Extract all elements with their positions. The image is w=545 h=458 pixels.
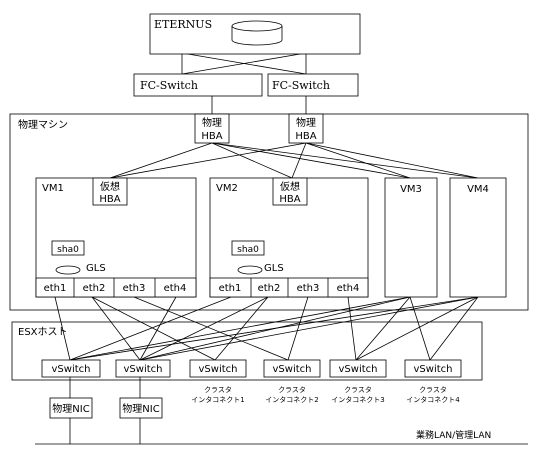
interconnect-label: クラスタ インタコネクト1 <box>191 385 244 404</box>
vswitch-label: vSwitch <box>52 364 91 375</box>
physical-nic-label: 物理NIC <box>52 402 89 415</box>
vswitch-label: vSwitch <box>339 364 378 375</box>
vm1-label: VM1 <box>42 183 64 194</box>
vhba-line1: 仮想 <box>100 180 120 193</box>
vm2: VM2 仮想 HBA sha0 GLS eth1 eth2 eth3 eth4 <box>209 177 369 298</box>
vswitch-label: vSwitch <box>124 364 163 375</box>
interconnect-line1: クラスタ <box>278 385 306 394</box>
interconnect-label: クラスタ インタコネクト3 <box>331 385 384 404</box>
vm1: VM1 仮想 HBA sha0 GLS eth1 eth2 eth3 eth4 <box>35 177 197 298</box>
eternus-label: ETERNUS <box>154 18 212 31</box>
eth-port: eth3 <box>123 283 146 294</box>
vswitch: vSwitch <box>189 359 247 378</box>
eth-row: eth1 eth2 eth3 eth4 <box>35 277 197 298</box>
physical-machine: 物理マシン <box>9 113 529 311</box>
esx-host: ESXホスト <box>11 321 483 381</box>
hba-line1: 物理 <box>296 116 316 129</box>
gls-label: GLS <box>86 263 106 274</box>
vhba-line2: HBA <box>99 194 120 205</box>
eth-port: eth1 <box>44 283 67 294</box>
connection-lines <box>35 52 528 445</box>
fc-switch-label: FC-Switch <box>272 79 330 92</box>
vswitch: vSwitch <box>115 359 171 378</box>
vm3: VM3 <box>384 177 438 298</box>
vswitch: vSwitch <box>263 359 321 378</box>
physical-machine-label: 物理マシン <box>18 118 68 131</box>
hba-line2: HBA <box>295 131 316 142</box>
interconnect-line2: インタコネクト1 <box>191 395 244 404</box>
eth-port: eth1 <box>219 283 242 294</box>
eth-port: eth4 <box>337 283 360 294</box>
vm4: VM4 <box>449 177 507 298</box>
eth-port: eth2 <box>83 283 106 294</box>
physical-nic: 物理NIC <box>49 397 93 419</box>
vswitch-label: vSwitch <box>199 364 238 375</box>
gls-redundancy: GLS <box>55 263 106 275</box>
interconnect-line1: クラスタ <box>204 385 232 394</box>
vm3-label: VM3 <box>400 184 422 195</box>
vswitch: vSwitch <box>329 359 387 378</box>
vm2-label: VM2 <box>216 183 238 194</box>
sha0-label: sha0 <box>237 245 259 255</box>
fc-switch: FC-Switch <box>133 73 263 97</box>
fc-switch: FC-Switch <box>267 73 359 97</box>
eth-row: eth1 eth2 eth3 eth4 <box>209 277 369 298</box>
physical-hba: 物理 HBA <box>194 113 230 144</box>
interconnect-line2: インタコネクト4 <box>406 395 460 404</box>
interconnect-line1: クラスタ <box>344 385 372 394</box>
eth-port: eth3 <box>297 283 320 294</box>
virtual-hba: 仮想 HBA <box>272 177 308 206</box>
interconnect-label: クラスタ インタコネクト2 <box>265 385 318 404</box>
disk-icon <box>231 20 283 46</box>
vswitch: vSwitch <box>404 359 462 378</box>
vswitch-label: vSwitch <box>273 364 312 375</box>
esx-host-label: ESXホスト <box>18 326 68 338</box>
gls-redundancy: GLS <box>237 263 284 275</box>
virtual-hba: 仮想 HBA <box>92 177 128 206</box>
gls-label: GLS <box>264 263 284 274</box>
physical-nic-label: 物理NIC <box>122 402 159 415</box>
physical-nic: 物理NIC <box>119 397 163 419</box>
sha0-box: sha0 <box>231 240 265 256</box>
hba-line1: 物理 <box>202 116 222 129</box>
lan-label: 業務LAN/管理LAN <box>416 429 491 441</box>
vswitch: vSwitch <box>41 359 101 378</box>
vm4-label: VM4 <box>467 184 489 195</box>
interconnect-line2: インタコネクト3 <box>331 395 384 404</box>
vhba-line2: HBA <box>279 194 300 205</box>
eternus-storage: ETERNUS <box>149 13 361 55</box>
sha0-box: sha0 <box>51 240 85 256</box>
eth-port: eth4 <box>164 283 187 294</box>
eth-port: eth2 <box>258 283 281 294</box>
interconnect-line1: クラスタ <box>419 385 447 394</box>
vswitch-label: vSwitch <box>414 364 453 375</box>
interconnect-label: クラスタ インタコネクト4 <box>406 385 460 404</box>
physical-hba: 物理 HBA <box>288 113 324 144</box>
vhba-line1: 仮想 <box>280 180 300 193</box>
hba-line2: HBA <box>201 131 222 142</box>
fc-switch-label: FC-Switch <box>140 79 198 92</box>
sha0-label: sha0 <box>57 245 79 255</box>
interconnect-line2: インタコネクト2 <box>265 395 318 404</box>
